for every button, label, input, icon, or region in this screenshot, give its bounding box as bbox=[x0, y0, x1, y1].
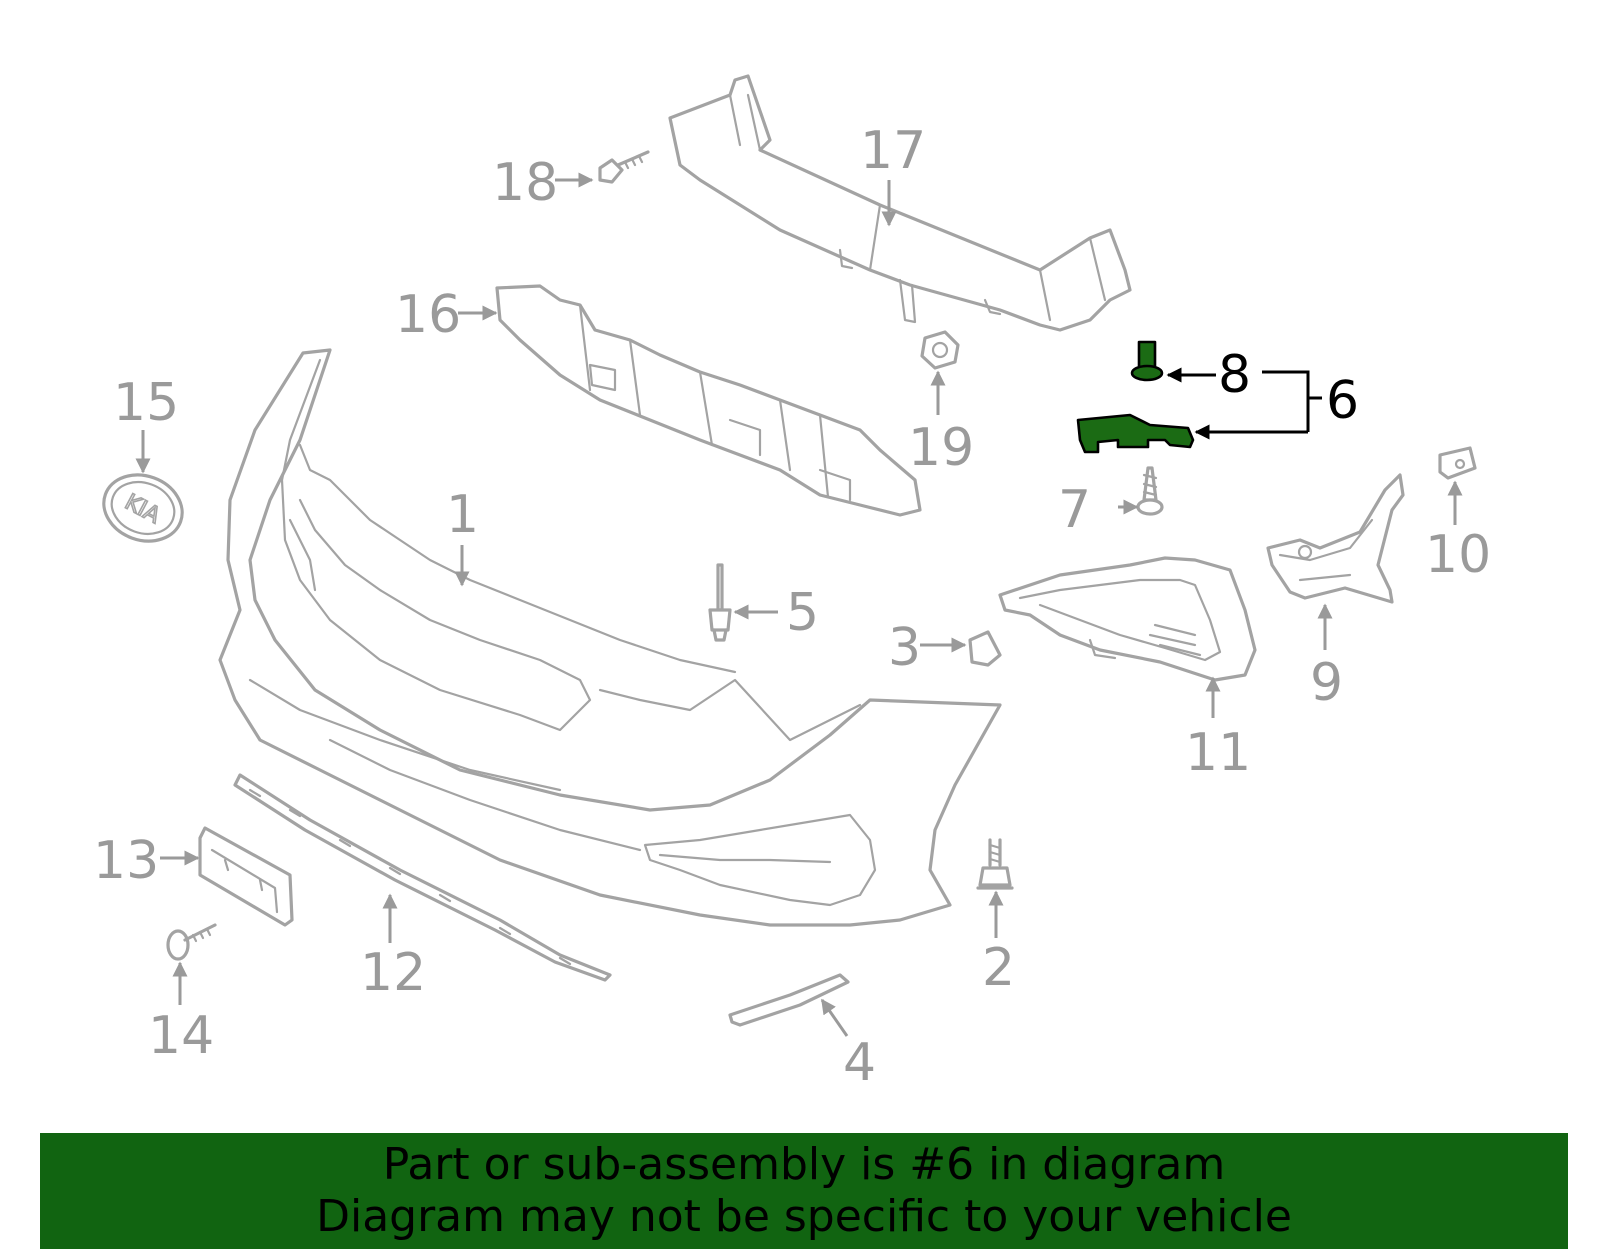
callout-13: 13 bbox=[93, 831, 159, 891]
callout-3: 3 bbox=[888, 618, 921, 678]
part-11-fog-lamp-bezel[interactable] bbox=[998, 556, 1257, 682]
part-10-clip[interactable] bbox=[1438, 446, 1477, 480]
part-5-rivet[interactable] bbox=[708, 563, 732, 642]
callout-12: 12 bbox=[360, 943, 426, 1003]
callout-8: 8 bbox=[1218, 345, 1251, 405]
part-6-bracket-highlighted[interactable] bbox=[1076, 413, 1195, 454]
part-13-license-bracket[interactable] bbox=[198, 826, 294, 927]
callout-1: 1 bbox=[446, 485, 479, 545]
part-9-bracket[interactable] bbox=[1266, 473, 1405, 604]
callout-11: 11 bbox=[1185, 723, 1251, 783]
part-2-bolt[interactable] bbox=[976, 838, 1014, 890]
callout-15: 15 bbox=[113, 373, 179, 433]
info-banner: Part or sub-assembly is #6 in diagram Di… bbox=[40, 1133, 1568, 1249]
part-15-kia-emblem[interactable]: KIA bbox=[94, 464, 191, 552]
part-18-bolt[interactable] bbox=[598, 150, 650, 184]
part-3-clip[interactable] bbox=[968, 630, 1002, 667]
part-12-molding-strip[interactable] bbox=[233, 773, 612, 982]
parts-diagram: KIA bbox=[93, 74, 1491, 1093]
leader-lines bbox=[135, 172, 1463, 1037]
callout-5: 5 bbox=[786, 583, 819, 643]
part-14-screw[interactable] bbox=[166, 923, 217, 961]
callout-16: 16 bbox=[395, 285, 461, 345]
part-1-bumper-cover[interactable] bbox=[218, 348, 1002, 927]
callout-17: 17 bbox=[860, 121, 926, 181]
part-17-reinforcement-beam[interactable] bbox=[668, 74, 1132, 332]
callout-14: 14 bbox=[148, 1006, 214, 1066]
callout-7: 7 bbox=[1058, 480, 1091, 540]
part-4-trim-strip[interactable] bbox=[728, 973, 850, 1027]
callout-9: 9 bbox=[1310, 653, 1343, 713]
part-19-nut[interactable] bbox=[920, 330, 960, 370]
banner-line-part-number: Part or sub-assembly is #6 in diagram bbox=[382, 1139, 1226, 1190]
callout-4: 4 bbox=[843, 1033, 876, 1093]
callout-19: 19 bbox=[908, 418, 974, 478]
callout-6: 6 bbox=[1326, 371, 1359, 431]
callout-10: 10 bbox=[1425, 525, 1491, 585]
part-16-energy-absorber[interactable] bbox=[495, 284, 922, 517]
callout-labels: 18 17 16 19 15 1 5 3 7 10 9 11 13 12 2 1… bbox=[93, 121, 1491, 1093]
callout-18: 18 bbox=[492, 153, 558, 213]
part-7-screw[interactable] bbox=[1136, 466, 1164, 516]
part-8-bolt-highlighted[interactable] bbox=[1130, 340, 1164, 382]
callout-2: 2 bbox=[982, 938, 1015, 998]
banner-line-disclaimer: Diagram may not be specific to your vehi… bbox=[316, 1191, 1292, 1242]
